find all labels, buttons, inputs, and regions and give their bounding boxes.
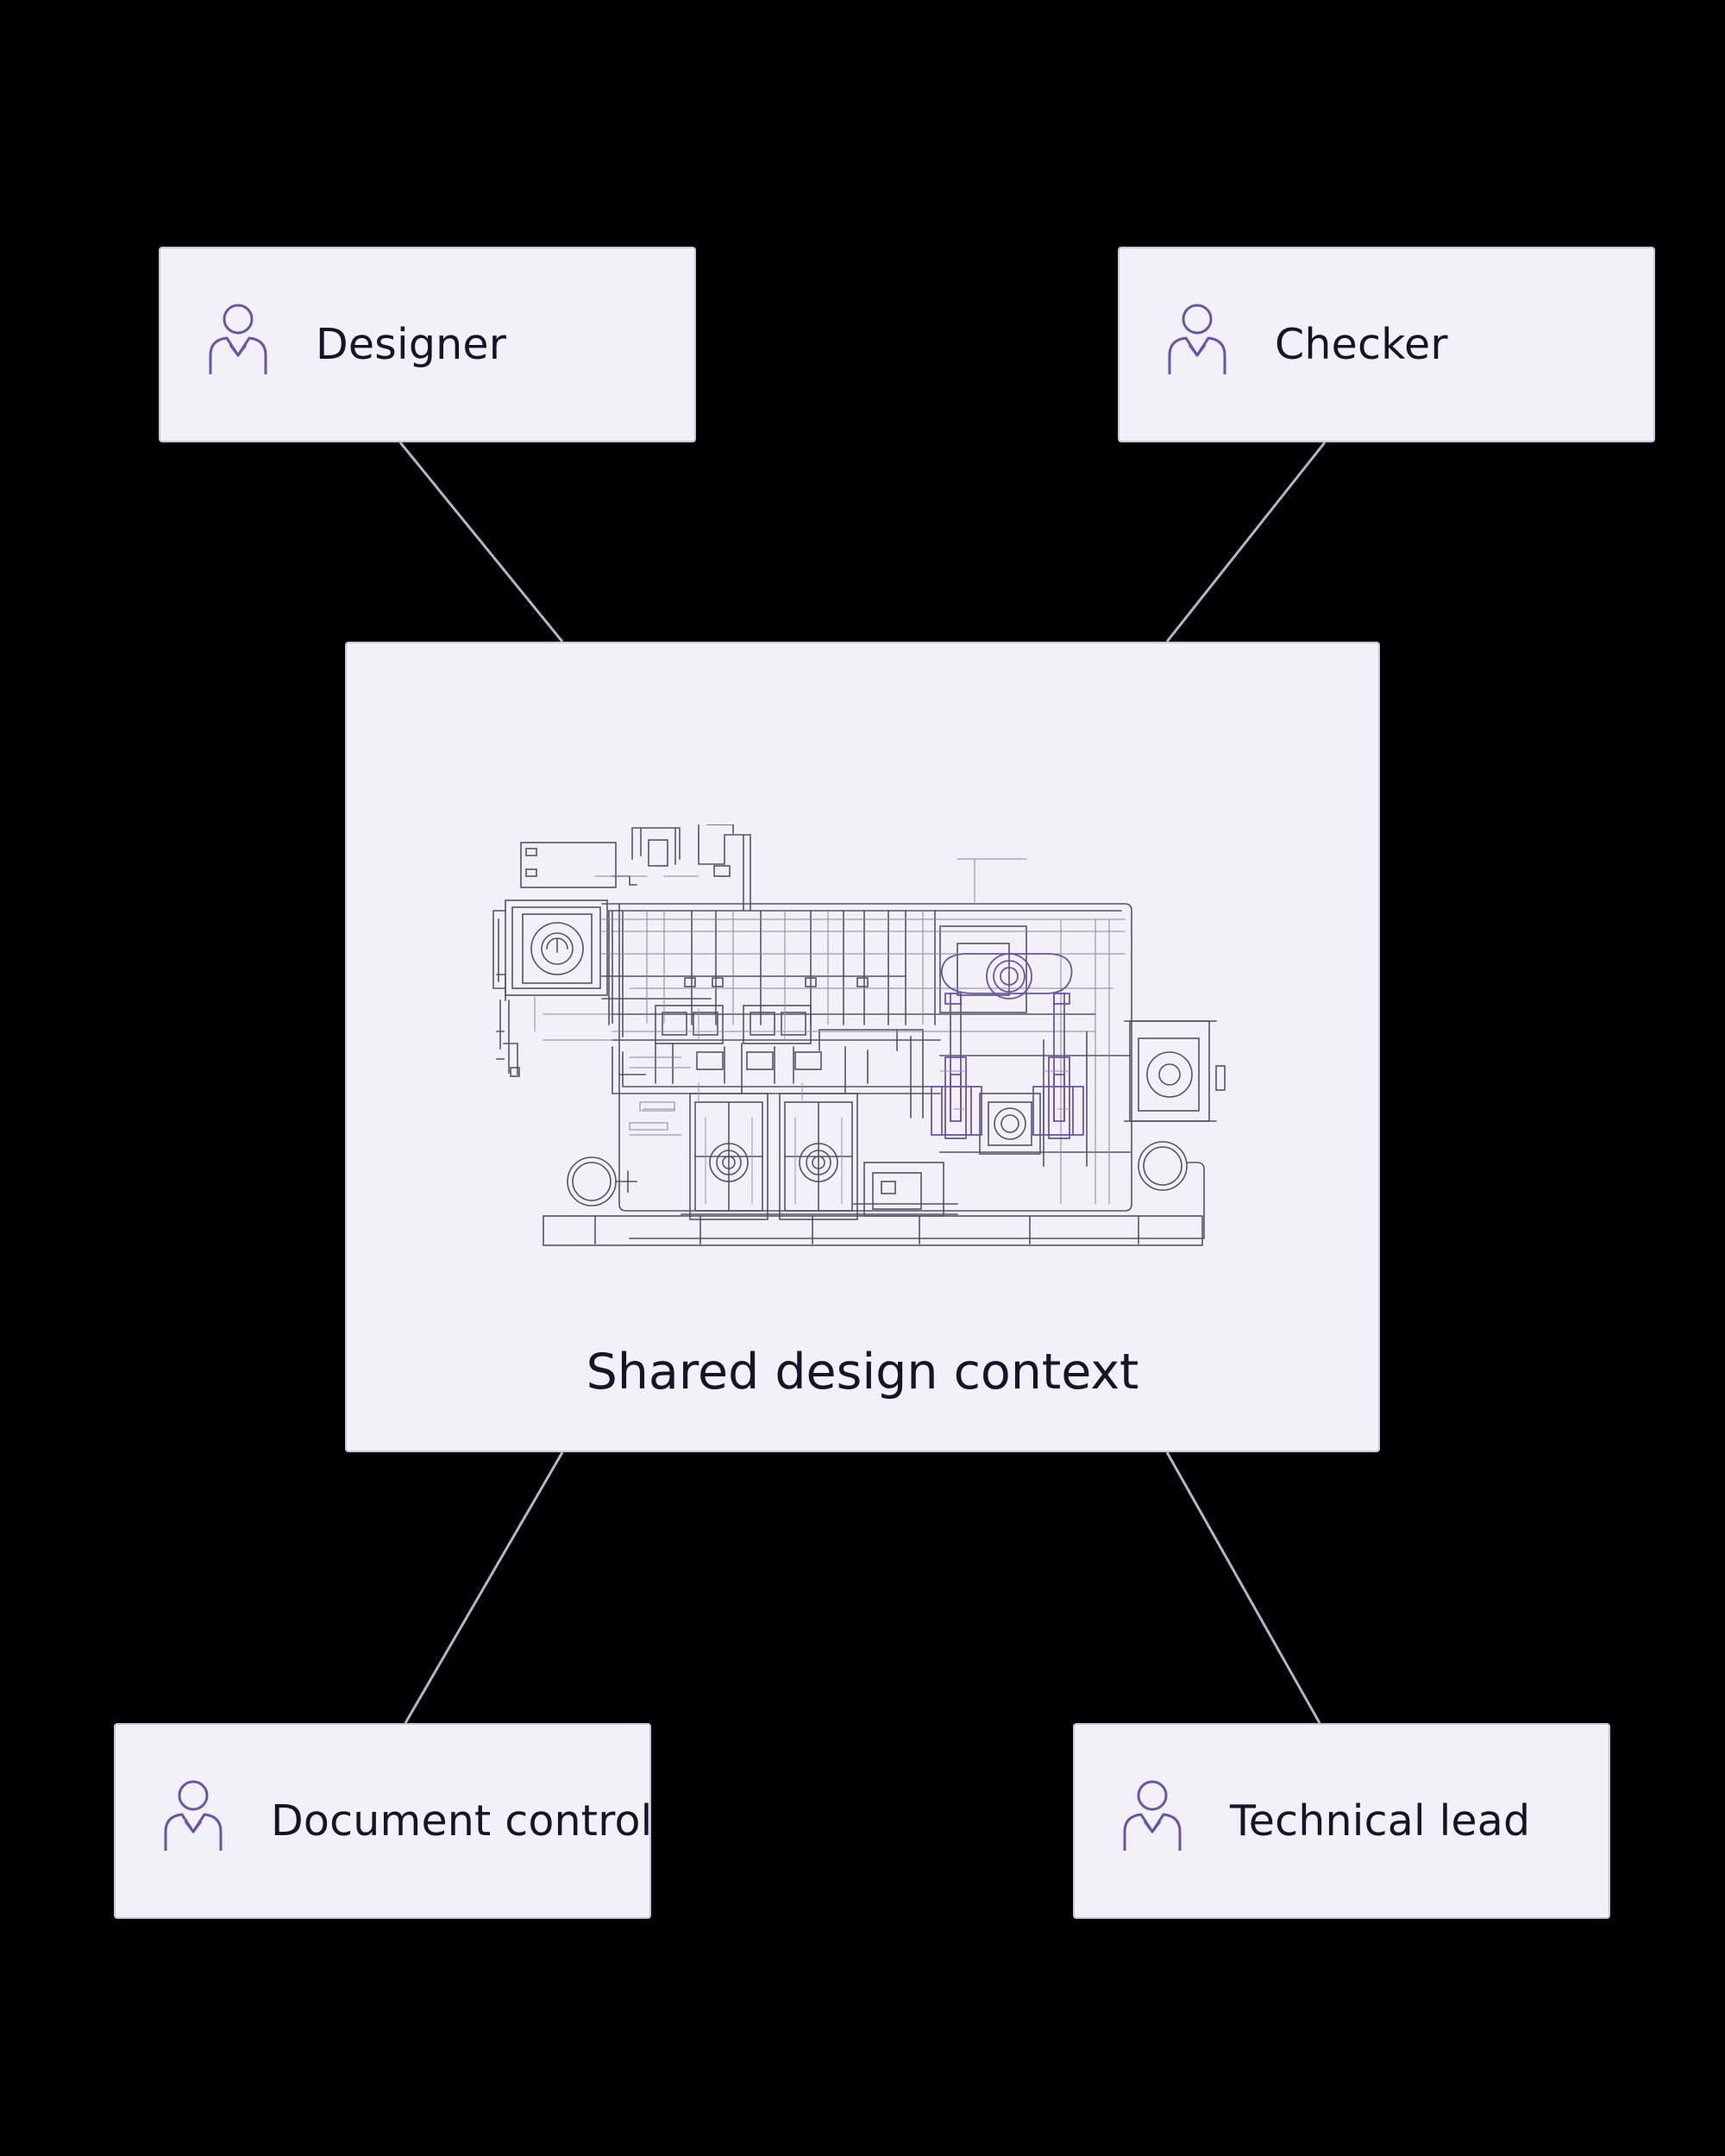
connector-technical-lead — [1165, 1451, 1321, 1724]
document-control-label: Document control — [271, 1796, 653, 1846]
person-icon — [209, 304, 267, 374]
connector-designer — [398, 442, 564, 642]
center-label: Shared design context — [586, 1344, 1139, 1401]
designer-label: Designer — [316, 320, 507, 369]
engineering-drawing-illustration — [492, 824, 1226, 1246]
document-control-card: Document control — [114, 1723, 653, 1919]
technical-lead-card: Technical lead — [1073, 1723, 1610, 1919]
connector-document-control — [404, 1451, 564, 1724]
technical-lead-label: Technical lead — [1230, 1796, 1531, 1846]
shared-design-context-card: Shared design context — [345, 642, 1380, 1452]
person-icon — [1168, 304, 1226, 374]
person-icon — [1123, 1780, 1182, 1851]
checker-card: Checker — [1118, 247, 1655, 442]
designer-card: Designer — [159, 247, 696, 442]
connector-checker — [1165, 442, 1327, 642]
checker-label: Checker — [1275, 320, 1448, 369]
person-icon — [164, 1780, 223, 1851]
